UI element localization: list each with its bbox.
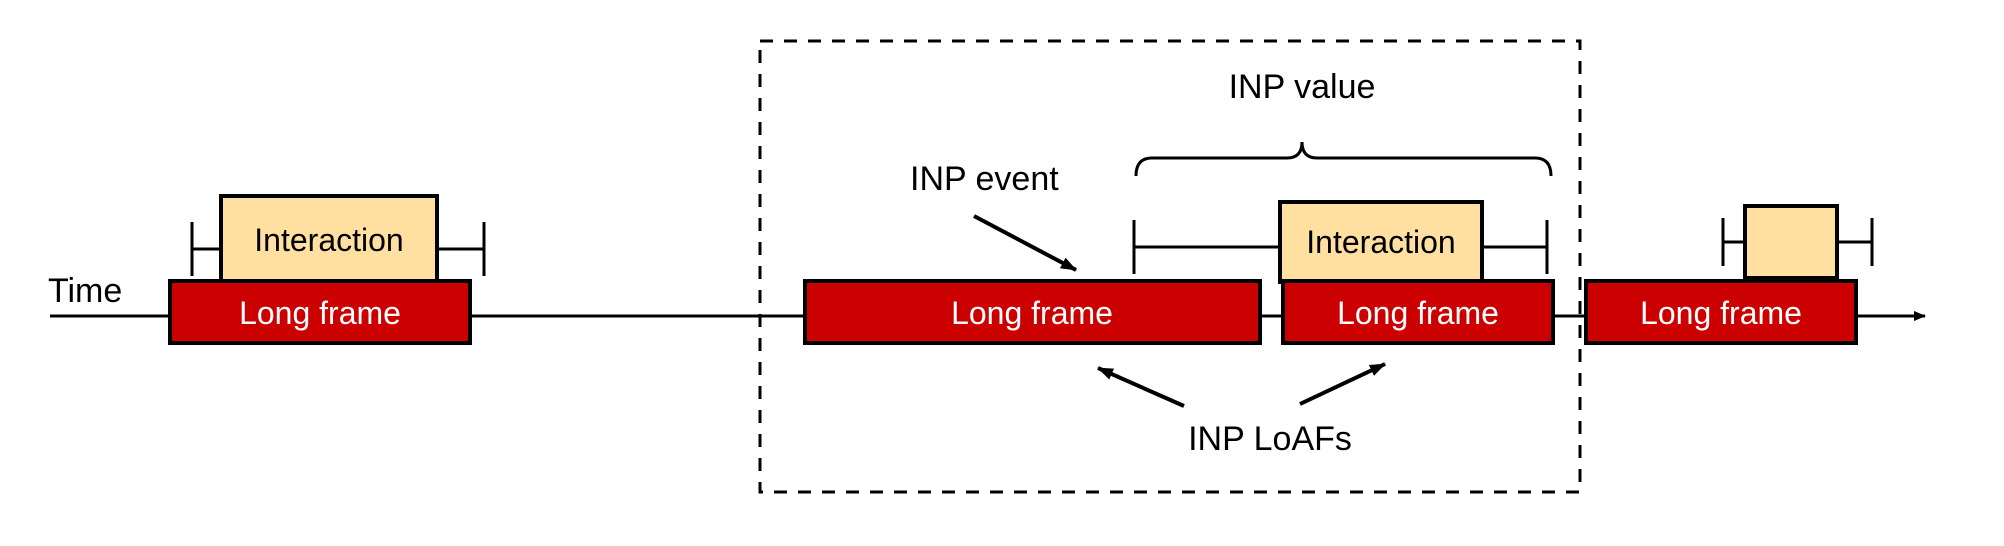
frame-1-interaction-whisker — [190, 222, 486, 276]
time-axis-label: Time — [48, 272, 122, 310]
frame-1-long-frame-label: Long frame — [239, 295, 401, 331]
frame-3-interaction-box[interactable] — [1278, 200, 1484, 284]
frame-2-long-frame-box[interactable] — [803, 279, 1262, 345]
inp-value-brace — [1134, 141, 1553, 177]
inp-loafs-arrow-right — [1299, 362, 1386, 406]
frame-4-long-frame-label: Long frame — [1640, 295, 1802, 331]
inp-loafs-arrow-left — [1097, 366, 1185, 408]
inp-event-label: INP event — [910, 160, 1059, 198]
frame-4-interaction-box[interactable] — [1743, 204, 1839, 280]
frame-1-interaction-label: Interaction — [254, 222, 403, 258]
frame-4-long-frame-box[interactable] — [1584, 279, 1858, 345]
inp-highlight-region — [758, 39, 1582, 494]
inp-value-label: INP value — [1229, 68, 1376, 106]
inp-event-arrow — [973, 214, 1077, 272]
inp-loafs-label: INP LoAFs — [1188, 420, 1352, 458]
frame-1-long-frame-box[interactable] — [168, 279, 472, 345]
frame-3-long-frame-label: Long frame — [1337, 295, 1499, 331]
frame-3-interaction-label: Interaction — [1306, 224, 1455, 260]
frame-4-interaction-whisker — [1721, 218, 1874, 266]
frame-3-long-frame-box[interactable] — [1281, 279, 1555, 345]
frame-3-interaction-whisker — [1132, 220, 1549, 274]
frame-2-long-frame-label: Long frame — [951, 295, 1113, 331]
